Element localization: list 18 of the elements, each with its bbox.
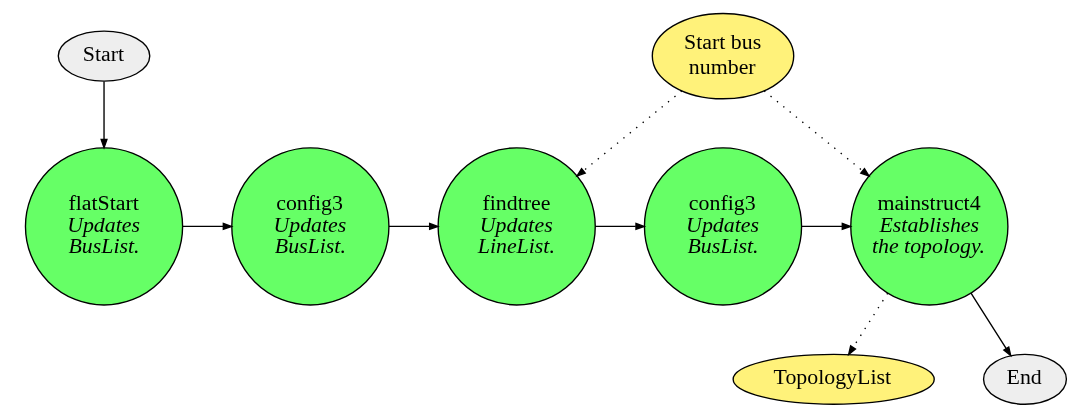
node-circle: config3 Updates BusList. xyxy=(230,147,390,306)
arrow xyxy=(763,90,871,178)
arrow xyxy=(847,292,888,357)
arrow xyxy=(387,222,440,231)
arrow xyxy=(574,90,682,178)
node-ellipse: TopologyList xyxy=(731,353,935,405)
arrow xyxy=(594,222,646,231)
node-circle: flatStart Updates BusList. xyxy=(24,147,183,306)
arrow xyxy=(99,80,108,150)
node-ellipse: Start xyxy=(57,30,150,82)
node-circle: mainstruct4 Establishes the topology. xyxy=(849,147,1009,306)
node-ellipse: Start bus number xyxy=(651,12,794,100)
node-circle: config3 Updates BusList. xyxy=(643,147,802,306)
arrow xyxy=(800,222,853,231)
arrow xyxy=(181,222,234,231)
node-ellipse: End xyxy=(982,353,1067,405)
node-circle: findtree Updates LineList. xyxy=(436,147,596,306)
arrow xyxy=(969,292,1012,358)
